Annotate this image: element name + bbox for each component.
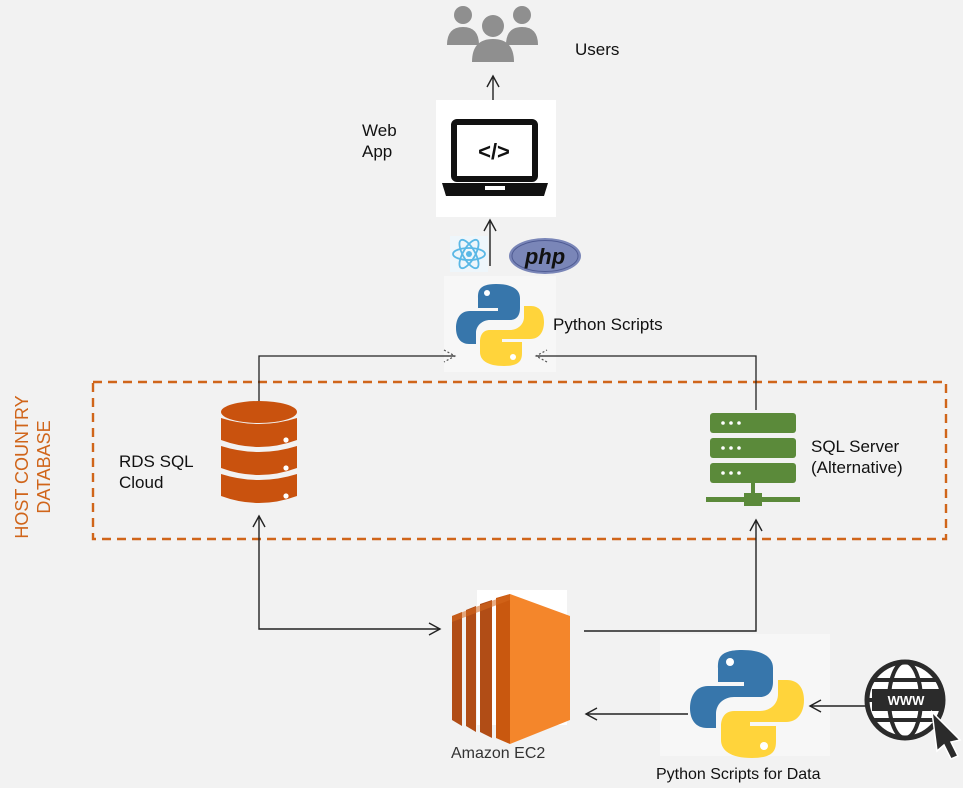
sql-server-label-line1: SQL Server (811, 437, 900, 456)
python-scripts-label: Python Scripts (553, 315, 663, 334)
python-data-icon (660, 634, 830, 758)
host-country-line1: HOST COUNTRY (12, 395, 32, 538)
react-icon (450, 236, 488, 272)
web-app-label: Web App (362, 120, 397, 163)
arrow-sqlserver-to-python (534, 349, 757, 410)
users-group-icon (447, 6, 538, 62)
server-rack-icon (706, 413, 800, 506)
host-country-database-title: HOST COUNTRY DATABASE (6, 372, 64, 562)
rds-label-line1: RDS SQL (119, 452, 194, 471)
arrow-rds-to-python (258, 349, 457, 402)
php-logo-text: php (524, 244, 565, 269)
www-text: WWW (888, 693, 926, 708)
sql-server-label: SQL Server (Alternative) (811, 436, 903, 479)
globe-www-icon (864, 659, 962, 760)
host-country-database-box (91, 380, 948, 541)
web-app-label-line1: Web (362, 121, 397, 140)
rds-label-line2: Cloud (119, 473, 164, 493)
users-label: Users (575, 40, 620, 59)
web-app-label-line2: App (362, 142, 393, 162)
laptop-code-icon (436, 100, 556, 217)
database-icon (221, 401, 297, 503)
rds-sql-label: RDS SQL Cloud (119, 451, 194, 494)
python-icon (444, 276, 556, 372)
amazon-ec2-label: Amazon EC2 (451, 745, 546, 762)
arrow-ec2-rds-bidirectional (252, 514, 442, 636)
sql-server-label-line2: (Alternative) (811, 458, 903, 478)
python-data-label: Python Scripts for Data (656, 766, 821, 783)
web-app-code-glyph: </> (478, 139, 510, 164)
php-icon (509, 238, 581, 274)
arrow-ec2-to-sqlserver (584, 518, 763, 632)
host-country-line2: DATABASE (34, 420, 54, 513)
amazon-ec2-icon (452, 590, 570, 744)
